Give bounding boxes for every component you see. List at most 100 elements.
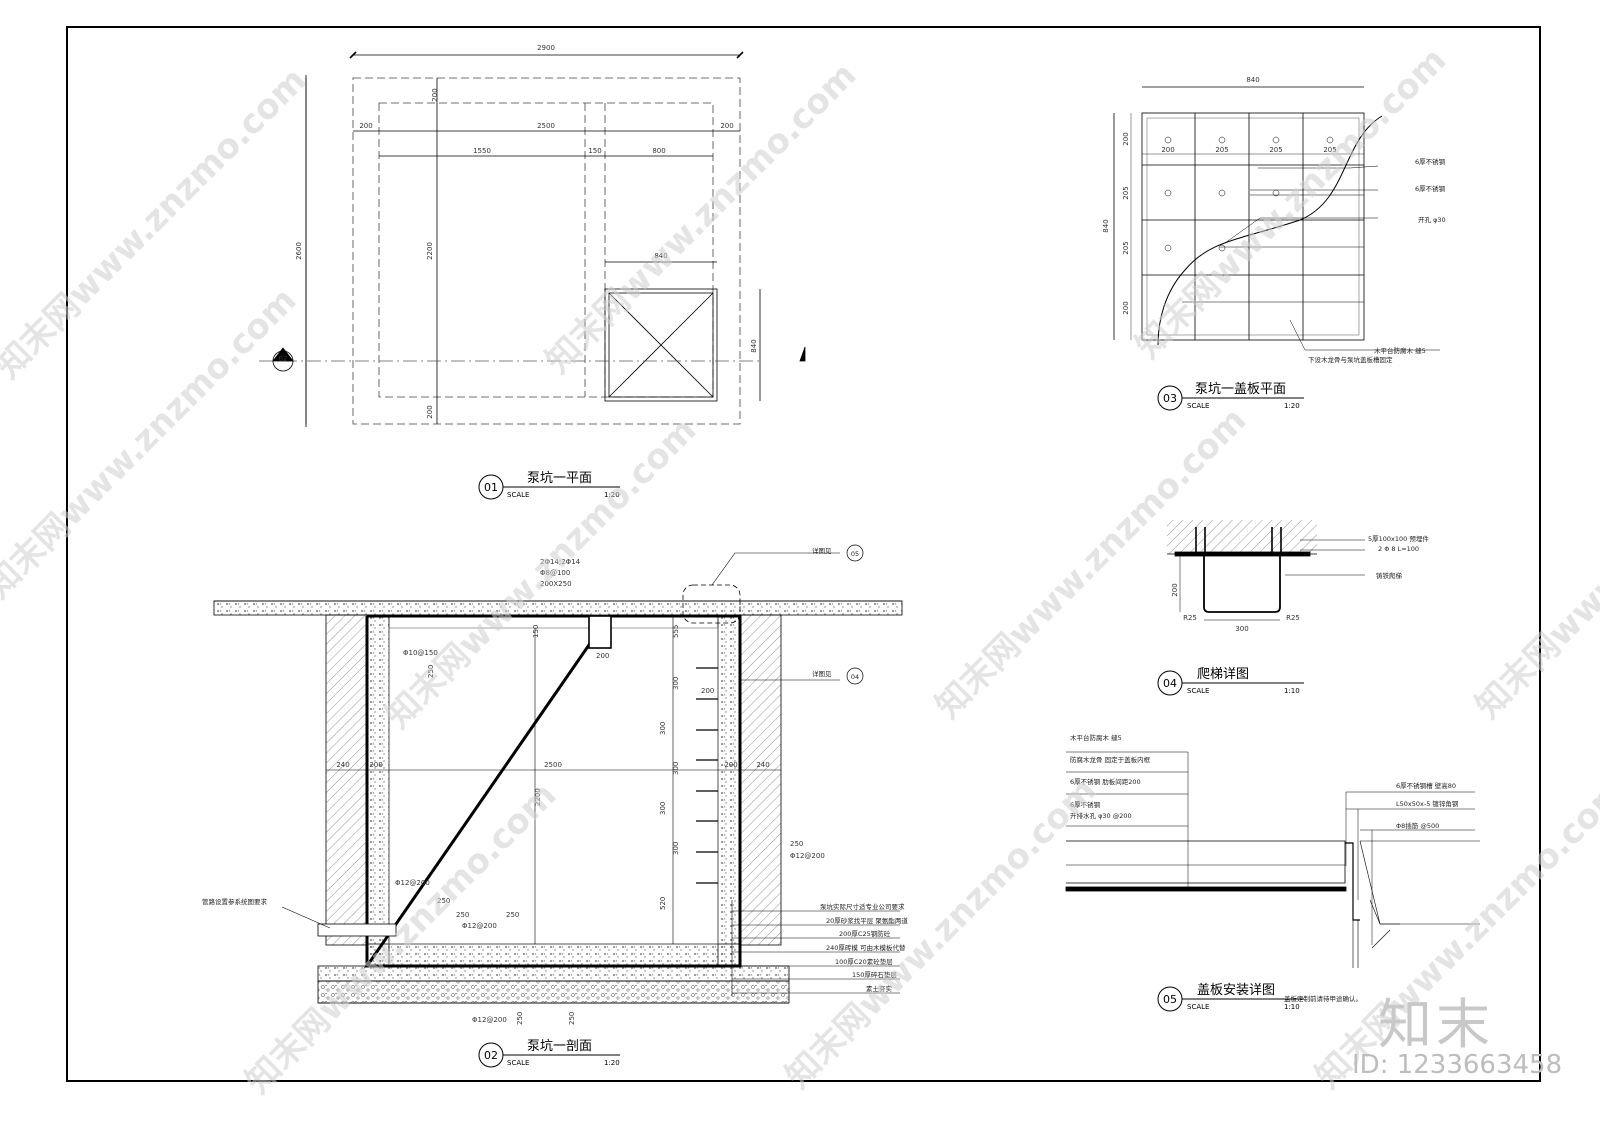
dim-label: 250 bbox=[456, 911, 469, 919]
dim-label: 250 bbox=[516, 1012, 524, 1025]
watermark-text: 知末网www.znzmo.com bbox=[538, 55, 864, 381]
watermark-text: 知末网www.znzmo.com bbox=[378, 410, 704, 736]
scale-value: 1:10 bbox=[1284, 1003, 1300, 1011]
detail-ref: 详图见 bbox=[812, 669, 832, 678]
scale-value: 1:20 bbox=[604, 1059, 620, 1067]
dim-label: 840 bbox=[1102, 219, 1110, 232]
dim-label: 205 bbox=[1215, 146, 1228, 154]
plan-view bbox=[259, 51, 806, 427]
scale-value: 1:20 bbox=[604, 491, 620, 499]
ladder-detail-view bbox=[1167, 520, 1365, 621]
cover-plan-labels: 840 840 200 205 205 205 200 200 205 205 … bbox=[1102, 76, 1446, 364]
dim-label: 300 bbox=[672, 842, 680, 855]
title-block-04: 04 爬梯详图 SCALE 1:10 bbox=[1157, 667, 1304, 696]
view-title: 盖板安装详图 bbox=[1197, 983, 1275, 998]
scale-label: SCALE bbox=[1187, 1003, 1209, 1011]
dim-label: 200 bbox=[1122, 301, 1130, 314]
dim-label: 520 bbox=[659, 897, 667, 910]
layer-note: 素土夯实 bbox=[866, 984, 893, 993]
dim-label: 300 bbox=[659, 722, 667, 735]
dim-label: 150 bbox=[532, 625, 540, 638]
view-number: 03 bbox=[1163, 392, 1177, 405]
layer-note: 200厚C25钢防砼 bbox=[839, 929, 891, 938]
section-labels: 2Φ14;2Φ14 Φ8@100 200X250 详图见 05 详图见 04 1… bbox=[202, 544, 908, 1025]
watermark-text: 知末网www.znzmo.com bbox=[778, 770, 1104, 1096]
dim-label: 200 bbox=[724, 761, 737, 769]
layer-note: 20厚砂浆找平层 聚氨酯两道 bbox=[826, 916, 908, 925]
title-block-03: 03 泵坑一盖板平面 SCALE 1:20 bbox=[1157, 382, 1304, 411]
watermarks: 知末网www.znzmo.com 知末网www.znzmo.com 知末网www… bbox=[0, 40, 1600, 1101]
dim-label: 840 bbox=[750, 339, 758, 352]
drawing-frame bbox=[66, 26, 1541, 1082]
dim-label: 840 bbox=[654, 252, 667, 260]
dim-label: 840 bbox=[1246, 76, 1259, 84]
dim-label: 205 bbox=[1323, 146, 1336, 154]
dim-label: 205 bbox=[1269, 146, 1282, 154]
install-note: Φ8插筋 @500 bbox=[1396, 821, 1439, 830]
install-note: 防腐木龙骨 固定于盖板内框 bbox=[1070, 755, 1151, 764]
view-title: 泵坑一平面 bbox=[527, 471, 592, 486]
dim-label: 1550 bbox=[473, 147, 491, 155]
section-view bbox=[213, 552, 903, 1004]
layer-note: 240厚砖模 可由木模板代替 bbox=[826, 943, 906, 952]
watermark-text: 知末网www.znzmo.com bbox=[1468, 400, 1600, 726]
ladder-labels: 5厚100x100 预埋件 2 Φ 8 L=100 铸铁爬梯 200 300 R… bbox=[1171, 534, 1429, 633]
dim-label: 240 bbox=[756, 761, 769, 769]
rebar-label: 200X250 bbox=[540, 580, 572, 588]
pipe-note: 管路设置参系统图要求 bbox=[202, 897, 268, 906]
detail-ref-num: 05 bbox=[851, 550, 859, 558]
layer-note: 泵坑实际尺寸适专业公司要求 bbox=[820, 902, 905, 911]
title-block-05: 05 盖板安装详图 盖板定制前请待甲途确认。 SCALE 1:10 bbox=[1157, 983, 1362, 1012]
dim-label: 250 bbox=[427, 665, 435, 678]
watermark-text: 知末网www.znzmo.com bbox=[1128, 40, 1454, 366]
dim-label: 300 bbox=[672, 677, 680, 690]
dim-label: 200 bbox=[701, 687, 714, 695]
rebar-label: Φ12@200 bbox=[395, 879, 430, 887]
dim-label: 200 bbox=[426, 405, 434, 418]
cover-note: 6厚不锈钢 bbox=[1415, 184, 1446, 193]
dim-label: 200 bbox=[1122, 132, 1130, 145]
dim-label: 200 bbox=[369, 761, 382, 769]
install-note: 6厚不锈钢 bbox=[1070, 800, 1101, 809]
dim-label: 240 bbox=[336, 761, 349, 769]
dim-label: R25 bbox=[1286, 614, 1300, 622]
view-number: 01 bbox=[484, 481, 498, 494]
dim-label: 200 bbox=[720, 122, 733, 130]
dim-label: R25 bbox=[1183, 614, 1197, 622]
rebar-label: Φ12@200 bbox=[790, 852, 825, 860]
dim-label: 300 bbox=[672, 762, 680, 775]
detail-ref-num: 04 bbox=[851, 673, 859, 681]
dim-label: 300 bbox=[659, 802, 667, 815]
scale-value: 1:10 bbox=[1284, 687, 1300, 695]
install-note: 6厚不锈钢槽 壁高80 bbox=[1396, 781, 1456, 790]
rebar-label: Φ12@200 bbox=[462, 922, 497, 930]
dim-label: 250 bbox=[790, 840, 803, 848]
ladder-note: 5厚100x100 预埋件 bbox=[1368, 534, 1429, 543]
scale-label: SCALE bbox=[1187, 687, 1209, 695]
brand-logo: 知末 bbox=[1378, 993, 1494, 1056]
cover-note: 开孔 φ30 bbox=[1418, 216, 1446, 224]
dim-label: 200 bbox=[1161, 146, 1174, 154]
dim-label: 300 bbox=[1235, 625, 1248, 633]
cover-note: 木平台防腐木 缝5 bbox=[1374, 346, 1426, 355]
install-note: L50x50x-5 镀锌角钢 bbox=[1396, 799, 1459, 808]
dim-label: 200 bbox=[1171, 583, 1179, 596]
install-detail-view bbox=[1065, 751, 1480, 968]
scale-label: SCALE bbox=[1187, 402, 1209, 410]
section-mark: 02 bbox=[279, 355, 288, 363]
dim-label: 200 bbox=[359, 122, 372, 130]
dim-label: 200 bbox=[431, 88, 439, 101]
detail-ref: 详图见 bbox=[812, 546, 832, 555]
view-number: 05 bbox=[1163, 993, 1177, 1006]
ladder-note: 2 Φ 8 L=100 bbox=[1378, 545, 1419, 553]
install-note: 木平台防腐木 缝5 bbox=[1070, 733, 1122, 742]
dim-label: 2600 bbox=[295, 242, 303, 260]
view-title: 泵坑一剖面 bbox=[527, 1039, 592, 1054]
plan-dims: 2900 200 200 2500 200 1550 150 800 840 2… bbox=[279, 44, 758, 419]
dim-label: 2200 bbox=[534, 788, 542, 806]
install-note: 6厚不锈钢 肋板间距200 bbox=[1070, 777, 1141, 786]
cover-note: 下设木龙骨与泵坑盖板槽固定 bbox=[1308, 355, 1393, 364]
view-number: 02 bbox=[484, 1049, 498, 1062]
